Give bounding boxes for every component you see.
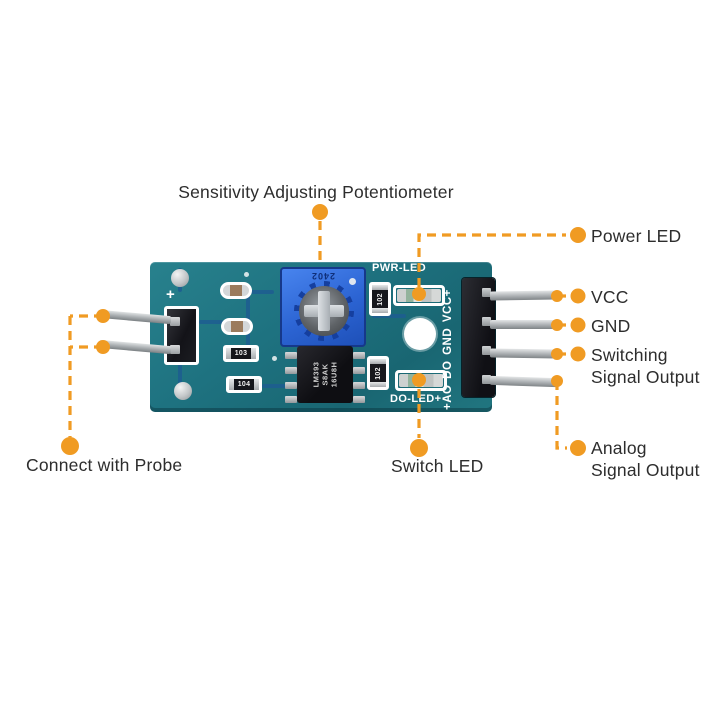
annotation-line-power-led	[417, 233, 566, 287]
resistor-value: 104	[237, 381, 251, 388]
via-pad	[272, 356, 277, 361]
sensitivity-potentiometer: 2402	[280, 267, 366, 347]
annotation-dot-vcc-pin	[551, 290, 563, 302]
annotation-dot-switching-label	[570, 346, 586, 362]
annotation-dot-probe-bottom	[96, 340, 110, 354]
chip-pin	[285, 352, 297, 359]
smd-resistor-102-top: 102	[369, 282, 391, 316]
pwr-led-silkscreen: PWR-LED	[372, 262, 427, 274]
annotation-dot-sensitivity	[312, 204, 328, 220]
pcb-trace	[246, 290, 274, 294]
header-socket	[482, 317, 491, 326]
pcb-trace	[372, 314, 406, 318]
output-header	[462, 278, 495, 397]
sensitivity-label: Sensitivity Adjusting Potentiometer	[178, 182, 454, 202]
chip-pin	[353, 396, 365, 403]
pot-corner-dot	[349, 278, 356, 285]
solder-pad-top	[171, 269, 189, 287]
annotation-dot-do-pin	[551, 348, 563, 360]
gnd-pin	[490, 320, 558, 329]
vcc-label: VCC	[591, 287, 629, 307]
lm393-chip: LM393 S8AK 16U8H	[285, 346, 365, 403]
smd-capacitor	[220, 282, 252, 299]
header-socket	[482, 288, 491, 297]
probe-header-slot	[170, 317, 180, 326]
probe-plus-mark: +	[166, 286, 176, 303]
annotation-line-analog	[555, 381, 567, 450]
pcb-board: + 103 104 102 102 2402	[150, 262, 495, 412]
annotation-dot-vcc-label	[570, 288, 586, 304]
annotation-dot-probe-top	[96, 309, 110, 323]
gnd-label: GND	[591, 316, 631, 336]
pcb-trace	[262, 384, 298, 388]
annotation-dot-do-led	[412, 373, 426, 387]
pot-screw-slot	[318, 291, 330, 331]
chip-pin	[285, 367, 297, 374]
switching-output-label: Switching Signal Output	[591, 345, 700, 387]
annotation-dot-gnd-label	[570, 317, 586, 333]
annotation-dot-probe-end	[61, 437, 79, 455]
header-socket	[482, 346, 491, 355]
pcb-trace	[199, 320, 223, 324]
annotation-dot-gnd-pin	[551, 319, 563, 331]
chip-pin	[353, 382, 365, 389]
mounting-hole	[404, 318, 436, 350]
smd-resistor-103: 103	[223, 345, 259, 362]
annotation-dot-power-led-label	[570, 227, 586, 243]
chip-pin	[353, 367, 365, 374]
chip-pin	[285, 396, 297, 403]
annotation-dot-analog-label	[570, 440, 586, 456]
solder-pad-bottom	[174, 382, 192, 400]
probe-label: Connect with Probe	[26, 455, 183, 475]
pot-screw-knob	[299, 286, 349, 336]
annotation-dot-switch-led-end	[410, 439, 428, 457]
annotation-line-probe	[68, 314, 103, 437]
analog-output-label: Analog Signal Output	[591, 438, 700, 480]
pcb-trace	[178, 364, 182, 388]
smd-resistor-104: 104	[226, 376, 262, 393]
annotation-dot-ao-pin	[551, 375, 563, 387]
smd-resistor-102-bottom: 102	[367, 356, 389, 390]
via-pad	[244, 272, 249, 277]
smd-capacitor	[221, 318, 253, 335]
switch-led-label: Switch LED	[391, 456, 484, 476]
resistor-value: 103	[234, 350, 248, 357]
annotation-dot-pwr-led	[412, 287, 426, 301]
header-socket	[482, 375, 491, 384]
power-led-label: Power LED	[591, 226, 682, 246]
chip-pin	[285, 382, 297, 389]
probe-header-slot	[170, 345, 180, 354]
do-led-silkscreen: DO-LED+	[390, 393, 442, 405]
chip-pin	[353, 352, 365, 359]
